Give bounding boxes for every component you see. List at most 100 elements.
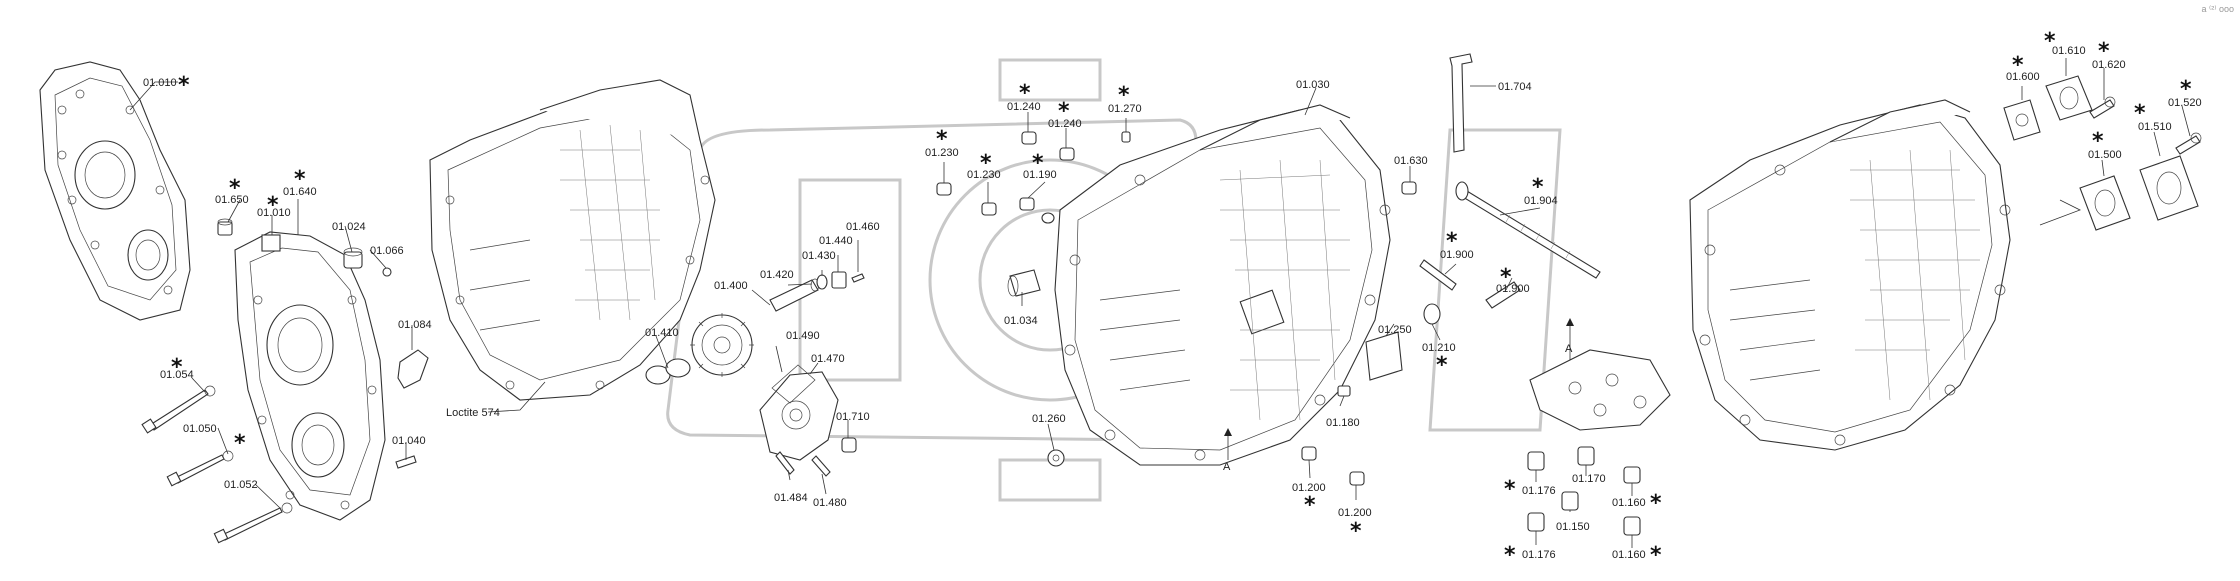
filter-01084[interactable] bbox=[397, 349, 429, 389]
shaft-01420[interactable] bbox=[769, 278, 820, 312]
washer-01430[interactable] bbox=[816, 274, 828, 290]
label-01430: 01.430 bbox=[802, 250, 836, 262]
label-01210: 01.210 bbox=[1422, 342, 1456, 354]
bolt-01054[interactable] bbox=[141, 385, 216, 434]
star-01200b: * bbox=[1350, 519, 1362, 544]
label-01510: 01.510 bbox=[2138, 121, 2172, 133]
bush-01160b[interactable] bbox=[1623, 516, 1641, 536]
bush-01170[interactable] bbox=[1577, 446, 1595, 466]
gasket-01500[interactable] bbox=[2079, 175, 2131, 231]
label-01010b: 01.010 bbox=[257, 207, 291, 219]
star-01600: * bbox=[2012, 53, 2024, 78]
label-01160a: 01.160 bbox=[1612, 497, 1646, 509]
pin-01900b[interactable] bbox=[1485, 281, 1521, 309]
seal-01490[interactable] bbox=[771, 364, 816, 404]
rod-01904[interactable] bbox=[1455, 181, 1601, 279]
star-markers: * * * * * * * * * * * * * * * * * * * * … bbox=[171, 29, 2192, 568]
label-01620: 01.620 bbox=[2092, 59, 2126, 71]
pin-01900a[interactable] bbox=[1419, 259, 1457, 291]
label-01640: 01.640 bbox=[283, 186, 317, 198]
bush-01160a[interactable] bbox=[1623, 466, 1641, 484]
ring-01210[interactable] bbox=[1423, 303, 1441, 325]
pump-cover-01470[interactable] bbox=[759, 371, 839, 461]
bolt-01052[interactable] bbox=[213, 502, 293, 544]
bracket-view-A[interactable] bbox=[1529, 349, 1671, 431]
plug-01180[interactable] bbox=[1337, 385, 1351, 397]
star-01270: * bbox=[1118, 83, 1130, 108]
star-01160a: * bbox=[1650, 491, 1662, 516]
bush-01176b[interactable] bbox=[1527, 512, 1545, 532]
cover-01610[interactable] bbox=[2045, 75, 2093, 121]
housing-center[interactable] bbox=[1054, 104, 1391, 466]
housing-right[interactable] bbox=[1689, 99, 2011, 451]
star-01190: * bbox=[1032, 151, 1044, 176]
label-01270: 01.270 bbox=[1108, 103, 1142, 115]
label-01410: 01.410 bbox=[645, 327, 679, 339]
front-cover-bottom[interactable] bbox=[234, 231, 386, 521]
label-01160b: 01.160 bbox=[1612, 549, 1646, 561]
plug-01200b[interactable] bbox=[1349, 471, 1365, 486]
bracket-01704[interactable] bbox=[1449, 53, 1473, 153]
ring-01066[interactable] bbox=[382, 267, 392, 277]
label-01066: 01.066 bbox=[370, 245, 404, 257]
plug-01650[interactable] bbox=[217, 218, 233, 236]
screw-01620[interactable] bbox=[2089, 96, 2116, 119]
part-labels: 01.010 01.650 01.010 01.640 01.024 01.06… bbox=[143, 45, 2202, 561]
label-01260: 01.260 bbox=[1032, 413, 1066, 425]
gear-01400[interactable] bbox=[690, 313, 754, 377]
star-01610: * bbox=[2044, 29, 2056, 54]
label-01240a: 01.240 bbox=[1007, 101, 1041, 113]
leader-lines bbox=[129, 58, 2191, 548]
cover-01510[interactable] bbox=[2139, 155, 2199, 221]
label-01710: 01.710 bbox=[836, 411, 870, 423]
label-01480: 01.480 bbox=[813, 497, 847, 509]
plug-01200a[interactable] bbox=[1301, 446, 1317, 461]
valve-01710[interactable] bbox=[841, 437, 857, 453]
label-01490: 01.490 bbox=[786, 330, 820, 342]
screw-01460[interactable] bbox=[851, 273, 865, 283]
gasket-01600[interactable] bbox=[2003, 99, 2041, 141]
bolt-01050[interactable] bbox=[166, 450, 234, 487]
label-01200a: 01.200 bbox=[1292, 482, 1326, 494]
label-01470: 01.470 bbox=[811, 353, 845, 365]
plug-01230a[interactable] bbox=[936, 182, 952, 196]
bush-01176a[interactable] bbox=[1527, 451, 1545, 471]
star-01176b: * bbox=[1504, 543, 1516, 568]
label-01460: 01.460 bbox=[846, 221, 880, 233]
star-01900a: * bbox=[1446, 229, 1458, 254]
label-01250: 01.250 bbox=[1378, 324, 1412, 336]
bush-01150[interactable] bbox=[1561, 491, 1579, 511]
star-01510: * bbox=[2134, 101, 2146, 126]
star-01210: * bbox=[1436, 353, 1448, 378]
label-01050: 01.050 bbox=[183, 423, 217, 435]
star-01500: * bbox=[2092, 129, 2104, 154]
breather-01260[interactable] bbox=[1047, 449, 1065, 467]
star-01904: * bbox=[1532, 175, 1544, 200]
label-01010a: 01.010 bbox=[143, 77, 177, 89]
label-01904: 01.904 bbox=[1524, 195, 1558, 207]
plug-01630[interactable] bbox=[1401, 181, 1417, 195]
plug-01240b[interactable] bbox=[1059, 147, 1075, 161]
plug-01240a[interactable] bbox=[1021, 131, 1037, 145]
bearing-01410[interactable] bbox=[645, 358, 691, 385]
sleeve-01024[interactable] bbox=[343, 247, 363, 269]
label-01200b: 01.200 bbox=[1338, 507, 1372, 519]
screw-01484[interactable] bbox=[775, 451, 795, 475]
front-cover-top[interactable] bbox=[39, 61, 191, 321]
star-01640: * bbox=[294, 167, 306, 192]
star-01010a: * bbox=[178, 73, 190, 98]
vent-01270[interactable] bbox=[1121, 131, 1131, 143]
label-01900b: 01.900 bbox=[1496, 283, 1530, 295]
ring-01190b[interactable] bbox=[1041, 212, 1055, 224]
label-01420: 01.420 bbox=[760, 269, 794, 281]
screw-01520[interactable] bbox=[2175, 132, 2202, 155]
housing-left[interactable] bbox=[429, 79, 716, 401]
sleeve-01034[interactable] bbox=[1007, 269, 1041, 297]
screw-01480[interactable] bbox=[811, 455, 831, 477]
plug-01190[interactable] bbox=[1019, 197, 1035, 211]
plug-01230b[interactable] bbox=[981, 202, 997, 216]
label-loctite: Loctite 574 bbox=[446, 407, 500, 419]
plate-01440[interactable] bbox=[831, 271, 847, 289]
dowel-01040[interactable] bbox=[395, 455, 417, 469]
cover-plate-01250[interactable] bbox=[1365, 331, 1403, 381]
